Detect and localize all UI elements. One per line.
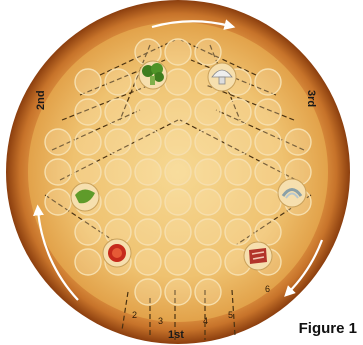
board-space[interactable] <box>165 39 191 65</box>
board-space[interactable] <box>225 189 251 215</box>
row-number: 5 <box>228 310 233 320</box>
board-space[interactable] <box>225 159 251 185</box>
board-space[interactable] <box>165 69 191 95</box>
board-space[interactable] <box>135 99 161 125</box>
board-space[interactable] <box>195 249 221 275</box>
start-row-label: 1st <box>168 329 184 341</box>
board-space[interactable] <box>195 99 221 125</box>
board-space[interactable] <box>135 129 161 155</box>
broccoli-icon <box>139 61 167 89</box>
board-space[interactable] <box>255 219 281 245</box>
mushroom-icon <box>208 63 236 91</box>
board-space[interactable] <box>75 99 101 125</box>
board-space[interactable] <box>165 279 191 305</box>
board-space[interactable] <box>105 129 131 155</box>
board-space[interactable] <box>225 99 251 125</box>
board-space[interactable] <box>165 99 191 125</box>
board-space[interactable] <box>225 219 251 245</box>
second-row-label: 2nd <box>35 90 47 110</box>
board-space[interactable] <box>75 129 101 155</box>
board-space[interactable] <box>45 129 71 155</box>
board-space[interactable] <box>105 99 131 125</box>
board-space[interactable] <box>105 189 131 215</box>
board-space[interactable] <box>285 129 311 155</box>
board-space[interactable] <box>165 249 191 275</box>
board-space[interactable] <box>165 219 191 245</box>
board-space[interactable] <box>165 159 191 185</box>
board-space[interactable] <box>45 159 71 185</box>
row-number: 4 <box>203 316 208 326</box>
row-number: 6 <box>265 284 270 294</box>
figure-caption: Figure 1 <box>299 320 357 337</box>
board-space[interactable] <box>195 279 221 305</box>
board-space[interactable] <box>75 249 101 275</box>
board-space[interactable] <box>75 219 101 245</box>
board-space[interactable] <box>195 189 221 215</box>
board-space[interactable] <box>195 39 221 65</box>
board-space[interactable] <box>105 69 131 95</box>
board-space[interactable] <box>75 69 101 95</box>
board-space[interactable] <box>255 189 281 215</box>
board-space[interactable] <box>135 249 161 275</box>
board-space[interactable] <box>135 159 161 185</box>
board-space[interactable] <box>255 69 281 95</box>
tomato-icon <box>103 239 131 267</box>
board-space[interactable] <box>135 219 161 245</box>
board-space[interactable] <box>135 189 161 215</box>
board-space[interactable] <box>195 219 221 245</box>
pepper-icon <box>71 183 99 211</box>
board-spaces <box>45 39 311 305</box>
row-number: 3 <box>158 316 163 326</box>
onion-icon <box>278 179 306 207</box>
board-space[interactable] <box>165 129 191 155</box>
board-space[interactable] <box>195 159 221 185</box>
third-row-label: 3rd <box>305 90 317 107</box>
board-space[interactable] <box>255 99 281 125</box>
board-space[interactable] <box>255 159 281 185</box>
board-space[interactable] <box>255 129 281 155</box>
board-space[interactable] <box>75 159 101 185</box>
board-space[interactable] <box>135 279 161 305</box>
board-space[interactable] <box>165 189 191 215</box>
board-space[interactable] <box>105 159 131 185</box>
row-number: 2 <box>132 310 137 320</box>
board-space[interactable] <box>225 129 251 155</box>
board-space[interactable] <box>45 189 71 215</box>
board-space[interactable] <box>195 129 221 155</box>
bacon-icon <box>244 242 272 270</box>
